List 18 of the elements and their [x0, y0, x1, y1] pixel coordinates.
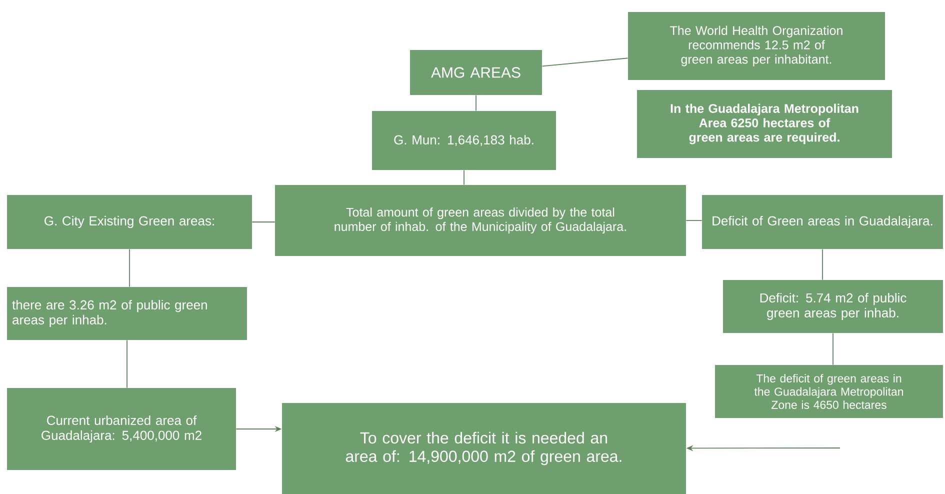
- connector: [686, 220, 702, 221]
- text-box: Deficit: 5.74 m2 of public green areas per inhab.: [723, 280, 943, 333]
- connector: [126, 340, 128, 388]
- text-box: The deficit of green areas in the Guadalajara Metropolitan Zone is 4650 hectares: [715, 365, 943, 418]
- text-box: Current urbanized area of Guadalajara: 5,400,000 m2: [7, 388, 236, 470]
- text-box: To cover the deficit it is needed an area of: 14,900,000 m2 of green area.: [282, 403, 686, 494]
- text-box: G. Mun: 1,646,183 hab.: [372, 111, 556, 170]
- text-box: Total amount of green areas divided by the total number of inhab. of the Municipality of Guadalajara.: [275, 185, 686, 256]
- text-box: G. City Existing Green areas:: [7, 195, 252, 249]
- connector: [832, 332, 834, 366]
- connector: [822, 248, 823, 280]
- text-box: In the Guadalajara Metropolitan Area 6250 hectares of green areas are required.: [637, 90, 892, 158]
- connector: [129, 248, 130, 288]
- text-box: AMG AREAS: [410, 50, 542, 95]
- connector: [542, 58, 628, 67]
- text-box: The World Health Organization recommends 12.5 m2 of green areas per inhabitant.: [628, 12, 885, 80]
- text-box: there are 3.26 m2 of public green areas per inhab.: [7, 287, 247, 340]
- text-box: Deficit of Green areas in Guadalajara.: [702, 195, 943, 249]
